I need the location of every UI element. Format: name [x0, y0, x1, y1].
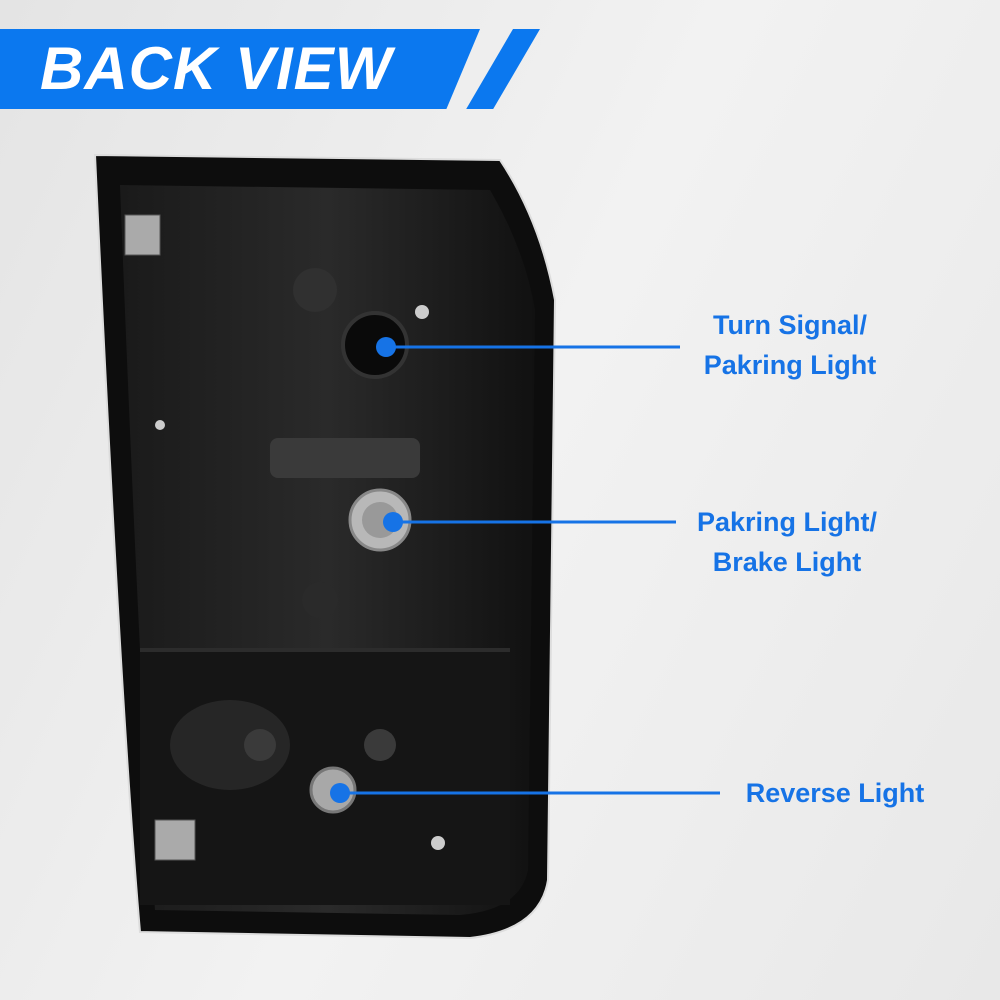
housing-boss [364, 729, 396, 761]
mounting-screw [155, 420, 165, 430]
banner-background [0, 29, 480, 109]
housing-boss [293, 268, 337, 312]
callout-text: Turn Signal/ [713, 310, 867, 340]
callout-text: Brake Light [712, 547, 862, 577]
callout-reverse-light: Reverse Light [725, 773, 945, 813]
upper-socket [341, 311, 409, 379]
callout-text: Pakring Light [703, 350, 877, 380]
housing-boss [302, 582, 338, 618]
callout-text: Reverse Light [745, 778, 925, 808]
housing-rib [270, 438, 420, 478]
callout-dot [383, 512, 403, 532]
banner-title: BACK VIEW [40, 35, 393, 102]
mounting-clip [154, 819, 196, 861]
callout-dot [330, 783, 350, 803]
callout-turn-signal: Turn Signal/ Pakring Light [680, 305, 900, 385]
reflector-bowl [170, 700, 290, 790]
housing-boss [244, 729, 276, 761]
callout-brake-light: Pakring Light/ Brake Light [677, 502, 897, 582]
mounting-stud [415, 305, 429, 319]
callout-text: Pakring Light/ [696, 507, 877, 537]
callout-dot [376, 337, 396, 357]
mounting-stud [431, 836, 445, 850]
mounting-clip [124, 214, 161, 256]
